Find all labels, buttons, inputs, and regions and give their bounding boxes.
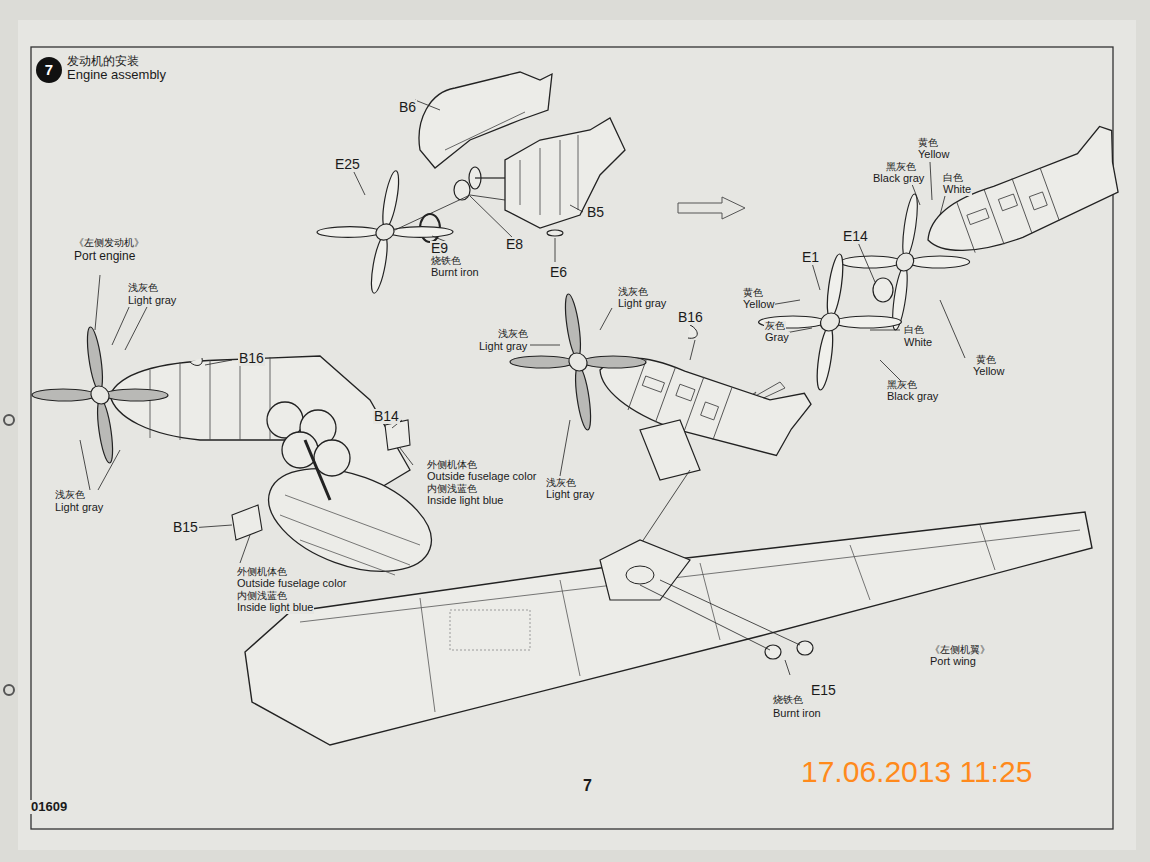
part-label: Black gray xyxy=(886,391,939,403)
part-number: B15 xyxy=(172,520,199,535)
part-label: Light gray xyxy=(478,341,528,353)
part-label: Light gray xyxy=(545,489,595,501)
part-number: B5 xyxy=(586,205,605,220)
part-label: 《左侧发动机》 xyxy=(73,238,145,249)
part-label: Light gray xyxy=(54,502,104,514)
part-label: 外侧机体色 xyxy=(426,460,478,471)
part-label: Black gray xyxy=(872,173,925,185)
part-label: 灰色 xyxy=(764,321,786,332)
part-label: Yellow xyxy=(972,366,1005,378)
part-label: 7 xyxy=(582,778,593,795)
part-number: E8 xyxy=(505,237,524,252)
part-label: White xyxy=(903,337,933,349)
part-label: 01609 xyxy=(30,800,68,814)
part-label: Outside fuselage color xyxy=(426,471,537,483)
part-label: Inside light blue xyxy=(236,602,314,614)
part-label: 浅灰色 xyxy=(497,329,529,340)
part-number: E25 xyxy=(334,157,361,172)
part-label: 浅灰色 xyxy=(127,283,159,294)
part-label: Burnt iron xyxy=(772,708,822,720)
part-number: E1 xyxy=(801,250,820,265)
part-number: B6 xyxy=(398,100,417,115)
part-label: 浅灰色 xyxy=(617,287,649,298)
part-label: Port engine xyxy=(73,250,136,263)
part-label: White xyxy=(942,184,972,196)
part-label: 烧铁色 xyxy=(430,256,462,267)
part-label: Gray xyxy=(764,332,790,344)
part-label: Light gray xyxy=(617,298,667,310)
part-label: 黑灰色 xyxy=(885,162,917,173)
part-label: Light gray xyxy=(127,295,177,307)
part-label: 外侧机体色 xyxy=(236,567,288,578)
part-label: 白色 xyxy=(942,173,964,184)
part-number: E9 xyxy=(430,241,449,256)
photo-timestamp: 17.06.2013 11:25 xyxy=(800,756,1033,788)
part-number: E15 xyxy=(810,683,837,698)
part-label: 《左侧机翼》 xyxy=(929,645,991,656)
part-label: 烧铁色 xyxy=(772,695,804,706)
part-label: Yellow xyxy=(742,299,775,311)
part-number: B16 xyxy=(677,310,704,325)
part-label: 浅灰色 xyxy=(545,478,577,489)
part-number: E14 xyxy=(842,229,869,244)
part-number: B16 xyxy=(238,351,265,366)
part-number: E6 xyxy=(549,265,568,280)
part-label: 黄色 xyxy=(975,355,997,366)
part-label: 黄色 xyxy=(917,138,939,149)
part-label: 黄色 xyxy=(742,288,764,299)
part-label: Outside fuselage color xyxy=(236,578,347,590)
part-label: 浅灰色 xyxy=(54,490,86,501)
step-title: Engine assembly xyxy=(66,68,167,82)
step-number: 7 xyxy=(44,62,54,78)
part-label: 黑灰色 xyxy=(886,380,918,391)
step-title-cn: 发动机的安装 xyxy=(66,55,140,68)
part-label: Inside light blue xyxy=(426,495,504,507)
part-label: Yellow xyxy=(917,149,950,161)
part-label: Burnt iron xyxy=(430,267,480,279)
part-label: 内侧浅蓝色 xyxy=(236,591,288,602)
part-label: Port wing xyxy=(929,656,977,668)
part-label: 白色 xyxy=(903,325,925,336)
part-label: 内侧浅蓝色 xyxy=(426,484,478,495)
part-number: B14 xyxy=(373,409,400,424)
